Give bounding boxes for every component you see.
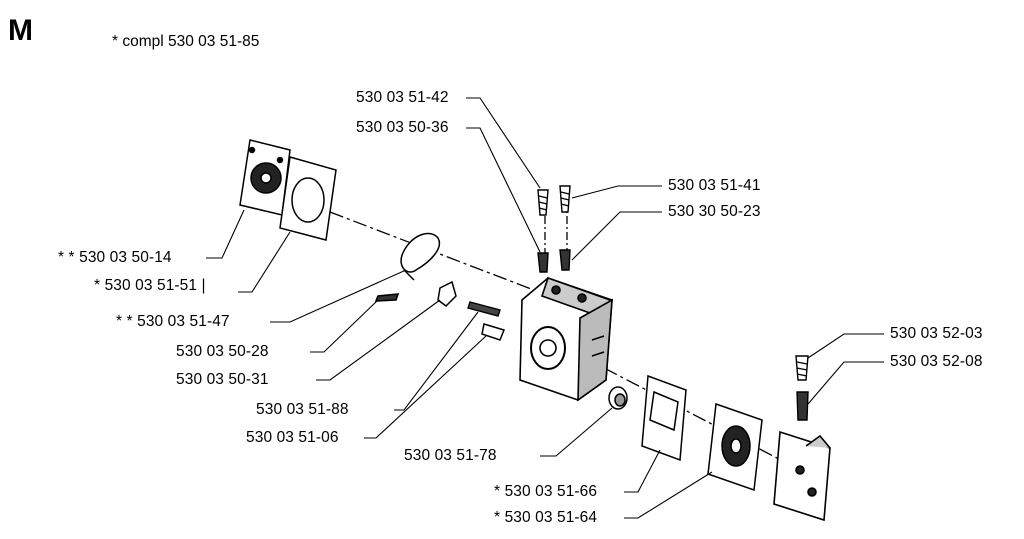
- part-label-530-03-51-47: * * 530 03 51-47: [116, 313, 230, 330]
- carburetor-body: [519, 276, 613, 402]
- welch-plug-part: [608, 386, 628, 410]
- fuel-screen-part: [400, 232, 441, 281]
- part-label-530-03-51-64: * 530 03 51-64: [494, 509, 598, 526]
- metering-diaphragm-part: [707, 402, 763, 492]
- leader-50-28: [310, 299, 379, 353]
- leader-51-88: [394, 311, 479, 411]
- part-label-530-03-51-88: 530 03 51-88: [256, 401, 349, 418]
- adjustment-screw-left: [537, 189, 549, 273]
- leader-50-36: [466, 127, 541, 253]
- section-letter: M: [8, 14, 33, 47]
- part-label-530-03-51-42: 530 03 51-42: [356, 89, 449, 106]
- needle-lever-part: [437, 280, 457, 307]
- leader-52-08: [807, 361, 884, 405]
- part-label-530-03-50-36: 530 03 50-36: [356, 119, 449, 136]
- pump-cover-part: [239, 139, 291, 216]
- leader-52-03: [807, 333, 884, 359]
- part-label-530-03-51-41: 530 03 51-41: [668, 177, 761, 194]
- leader-51-78: [540, 407, 613, 457]
- leader-50-14: [206, 209, 245, 259]
- part-label-530-03-51-51: * 530 03 51-51 |: [94, 277, 206, 294]
- inlet-needle-part: [374, 293, 400, 302]
- leader-51-51: [238, 231, 291, 293]
- cover-spring-part: [796, 391, 809, 421]
- adjustment-screw-right: [559, 185, 571, 271]
- part-label-530-03-52-03: 530 03 52-03: [890, 325, 983, 342]
- leader-51-47: [270, 269, 407, 323]
- part-label-530-03-51-66: * 530 03 51-66: [494, 483, 598, 500]
- metering-cover-part: [773, 430, 831, 522]
- leader-50-31: [316, 299, 441, 381]
- complete-assembly-note: * compl 530 03 51-85: [112, 33, 260, 50]
- separator-mark: |: [201, 277, 206, 294]
- leader-51-42: [466, 97, 541, 189]
- metering-gasket-part: [641, 374, 687, 462]
- assembly-axis-main: [329, 211, 561, 301]
- leader-51-06: [364, 335, 487, 439]
- pump-gasket-part: [279, 156, 337, 241]
- part-label-530-03-52-08: 530 03 52-08: [890, 353, 983, 370]
- spring-part: [467, 301, 501, 317]
- part-label-530-03-50-28: 530 03 50-28: [176, 343, 269, 360]
- leader-51-66: [624, 449, 661, 493]
- part-label-530-03-51-06: 530 03 51-06: [246, 429, 339, 446]
- leader-51-41: [571, 185, 662, 199]
- part-label-530-03-51-78: 530 03 51-78: [404, 447, 497, 464]
- part-label-530-30-50-23: 530 30 50-23: [668, 203, 761, 220]
- lever-pin-part: [481, 323, 506, 341]
- leader-51-64: [624, 471, 713, 519]
- cover-screw-part: [795, 355, 809, 381]
- part-label-530-03-50-31: 530 03 50-31: [176, 371, 269, 388]
- part-label-530-03-50-14: * * 530 03 50-14: [58, 249, 172, 266]
- leader-50-23: [571, 211, 662, 261]
